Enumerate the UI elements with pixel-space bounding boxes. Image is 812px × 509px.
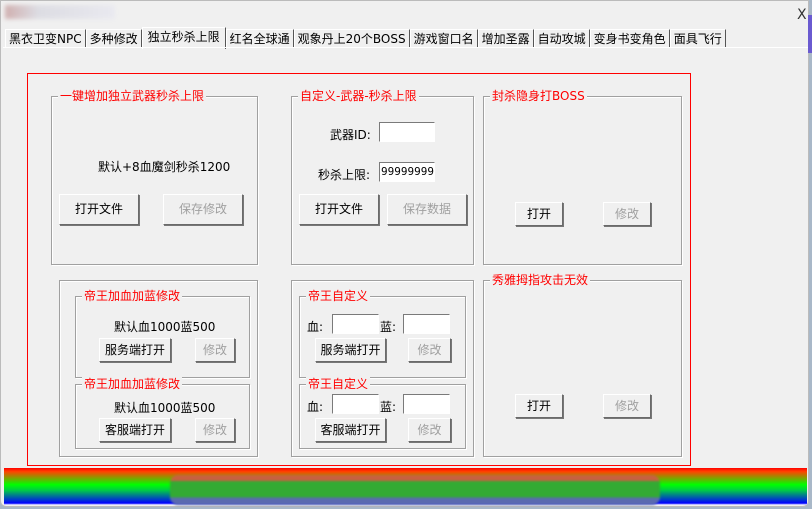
tab-3[interactable]: 红名全球通	[225, 29, 294, 48]
client-open-button[interactable]: 客服端打开	[99, 418, 171, 442]
server-open-button[interactable]: 服务端打开	[99, 338, 171, 362]
title-bar: X	[1, 1, 808, 27]
group-title: 帝王自定义	[306, 288, 371, 304]
background-window-edge	[808, 15, 812, 53]
tab-2[interactable]: 独立秒杀上限	[141, 27, 226, 49]
close-button[interactable]: X	[797, 7, 807, 23]
modify-button[interactable]: 修改	[408, 418, 451, 442]
emperor-custom-group	[291, 280, 474, 457]
mp-label: 蓝:	[380, 320, 397, 334]
tab-4[interactable]: 观象丹上20个BOSS	[293, 29, 410, 48]
emperor-custom-server-group: 帝王自定义	[299, 288, 466, 378]
save-data-button[interactable]: 保存数据	[387, 194, 467, 225]
open-file-button[interactable]: 打开文件	[299, 194, 379, 225]
obscured-banner-text	[170, 475, 660, 505]
tab-content	[3, 47, 808, 467]
weapon-id-input[interactable]	[379, 122, 435, 142]
open-button[interactable]: 打开	[515, 202, 563, 226]
group-title: 帝王加血加蓝修改	[82, 288, 183, 304]
emperor-hp-mp-group	[59, 280, 258, 457]
tab-9[interactable]: 面具飞行	[669, 29, 726, 48]
red-frame	[27, 73, 691, 466]
group-title: 一键增加独立武器秒杀上限	[58, 88, 207, 104]
modify-button[interactable]: 修改	[603, 394, 651, 418]
tab-1[interactable]: 多种修改	[85, 29, 142, 48]
kill-limit-input[interactable]: 99999999	[379, 162, 435, 182]
modify-button[interactable]: 修改	[408, 338, 451, 362]
modify-button[interactable]: 修改	[195, 418, 235, 442]
group-title: 帝王加血加蓝修改	[82, 376, 183, 392]
hp-label: 血:	[307, 320, 324, 334]
emperor-custom-client-group: 帝王自定义	[299, 376, 466, 449]
tab-6[interactable]: 增加圣露	[477, 29, 534, 48]
open-file-button[interactable]: 打开文件	[59, 194, 139, 225]
client-open-button[interactable]: 客服端打开	[315, 418, 386, 442]
kill-limit-label: 秒杀上限:	[318, 168, 371, 182]
window-title-obscured	[5, 5, 115, 19]
group-title: 帝王自定义	[306, 376, 371, 392]
emperor-client-group: 帝王加血加蓝修改	[75, 376, 250, 449]
invisible-boss-group: 封杀隐身打BOSS	[483, 88, 682, 265]
group-title: 自定义-武器-秒杀上限	[298, 88, 419, 104]
tab-8[interactable]: 变身书变角色	[589, 29, 670, 48]
open-button[interactable]: 打开	[515, 394, 563, 418]
modify-button[interactable]: 修改	[603, 202, 651, 226]
hp-label: 血:	[307, 400, 324, 414]
modify-button[interactable]: 修改	[195, 338, 235, 362]
weapon-kill-limit-group: 一键增加独立武器秒杀上限	[51, 88, 258, 265]
group-title: 封杀隐身打BOSS	[490, 88, 587, 104]
weapon-id-label: 武器ID:	[330, 128, 371, 142]
emperor-server-group: 帝王加血加蓝修改	[75, 288, 250, 378]
custom-weapon-kill-group: 自定义-武器-秒杀上限	[291, 88, 474, 265]
default-text: 默认血1000蓝500	[114, 320, 216, 334]
tab-5[interactable]: 游戏窗口名	[409, 29, 478, 48]
mp-input[interactable]	[403, 314, 450, 334]
mp-input[interactable]	[403, 394, 450, 414]
tab-7[interactable]: 自动攻城	[533, 29, 590, 48]
hp-input[interactable]	[332, 314, 379, 334]
mp-label: 蓝:	[380, 400, 397, 414]
default-text: 默认+8血魔剑秒杀1200	[98, 160, 231, 174]
default-text: 默认血1000蓝500	[114, 401, 216, 415]
save-changes-button[interactable]: 保存修改	[163, 194, 243, 225]
hp-input[interactable]	[332, 394, 379, 414]
server-open-button[interactable]: 服务端打开	[315, 338, 386, 362]
tab-bar: 黑衣卫变NPC 多种修改 独立秒杀上限 红名全球通 观象丹上20个BOSS 游戏…	[5, 27, 726, 49]
group-title: 秀雅拇指攻击无效	[490, 272, 591, 288]
thumb-attack-group: 秀雅拇指攻击无效	[483, 272, 682, 457]
tab-0[interactable]: 黑衣卫变NPC	[5, 29, 86, 48]
